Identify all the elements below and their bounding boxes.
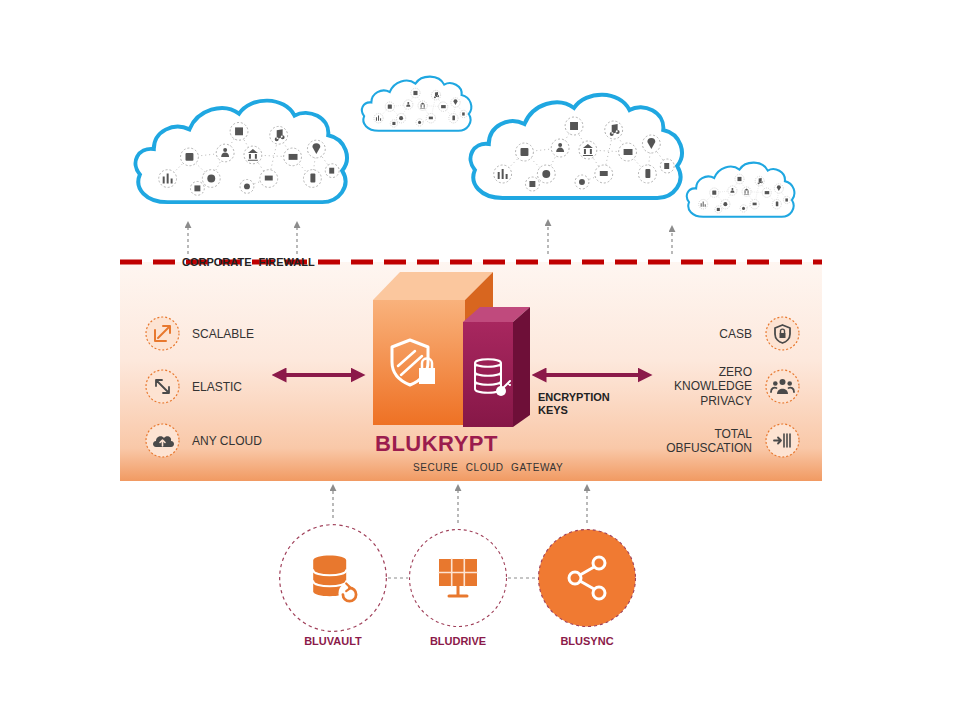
feature-icon xyxy=(765,423,800,458)
icon-glyph xyxy=(780,379,786,385)
product-circle-outline xyxy=(280,525,387,632)
cloud-illustration xyxy=(136,101,347,203)
feature-item: SCALABLE xyxy=(145,316,272,352)
icon-glyph xyxy=(780,333,786,338)
feature-label: TOTAL OBFUSCATION xyxy=(662,427,752,456)
integration-arrow xyxy=(332,489,333,518)
feature-icon xyxy=(765,316,800,351)
integration-arrow xyxy=(457,489,458,523)
feature-icon xyxy=(145,423,180,458)
product-label: BLUSYNC xyxy=(537,635,637,648)
icon-glyph xyxy=(784,434,790,447)
gateway-band: CORPORATE FIREWALLSCALABLEELASTICANY CLO… xyxy=(120,262,822,481)
icon-glyph xyxy=(777,389,788,394)
feature-label: CASB xyxy=(662,327,752,341)
feature-icon xyxy=(145,369,180,404)
feature-icon-ring xyxy=(766,317,799,350)
product-circle-shape xyxy=(537,528,637,628)
icon-glyph xyxy=(398,351,422,375)
feature-item: ZERO KNOWLEDGE PRIVACY xyxy=(652,369,800,405)
feature-icon-ring xyxy=(766,370,799,403)
product-label: BLUVAULT xyxy=(278,635,388,648)
feature-label: ANY CLOUD xyxy=(192,434,262,448)
feature-label: ELASTIC xyxy=(192,380,242,394)
icon-glyph xyxy=(787,381,792,386)
cloud-access-arrow xyxy=(296,226,297,254)
icon-glyph xyxy=(781,329,785,333)
feature-icon-ring xyxy=(766,424,799,457)
cloud-illustration xyxy=(362,77,471,131)
key-label: ENCRYPTION KEYS xyxy=(538,391,620,417)
feature-item: ELASTIC xyxy=(145,369,272,405)
icon-glyph xyxy=(449,586,467,596)
cloud-access-arrow xyxy=(187,226,188,254)
feature-label: SCALABLE xyxy=(192,327,254,341)
dotted-link xyxy=(388,577,408,578)
feature-icon-ring xyxy=(146,317,179,350)
icon-glyph xyxy=(313,570,346,586)
cube-front-face xyxy=(373,300,465,425)
cube-front-face xyxy=(463,322,513,427)
feature-icon-ring xyxy=(146,370,179,403)
cloud-illustration xyxy=(687,163,795,217)
icon-glyph xyxy=(580,567,594,589)
product-subtitle: SECURE CLOUD GATEWAY xyxy=(413,462,563,474)
product-circle: BLUDRIVE xyxy=(408,528,508,628)
icon-glyph xyxy=(439,559,477,586)
firewall-label: CORPORATE FIREWALL xyxy=(182,256,315,269)
dotted-link xyxy=(508,577,537,578)
product-circle-outline xyxy=(539,530,636,627)
product-circle-shape xyxy=(278,523,388,633)
feature-icon xyxy=(765,369,800,404)
icon-glyph xyxy=(419,368,435,384)
icon-glyph xyxy=(439,559,477,586)
feature-item: ANY CLOUD xyxy=(145,423,272,459)
cloud-access-arrow xyxy=(671,230,672,254)
icon-glyph xyxy=(569,557,605,599)
product-circle-outline xyxy=(410,530,507,627)
feature-label: ZERO KNOWLEDGE PRIVACY xyxy=(662,365,752,408)
icon-glyph xyxy=(156,380,169,393)
icon-glyph xyxy=(339,582,361,604)
icon-glyph xyxy=(346,584,350,592)
feature-item: TOTAL OBFUSCATION xyxy=(652,423,800,459)
feature-icon xyxy=(145,316,180,351)
product-title: BLUKRYPT xyxy=(375,431,498,457)
cloud-access-arrow xyxy=(547,224,548,254)
icon-glyph xyxy=(153,436,174,447)
integration-arrow xyxy=(586,489,587,523)
product-circle: BLUSYNC xyxy=(537,528,637,628)
feature-item: CASB xyxy=(652,316,800,352)
key-cube-shape xyxy=(463,305,532,427)
icon-glyph xyxy=(475,359,501,393)
product-circle-shape xyxy=(408,528,508,628)
cloud-illustration xyxy=(471,95,682,198)
cube-side-face xyxy=(513,307,530,427)
product-circle: BLUVAULT xyxy=(278,523,388,633)
icon-glyph xyxy=(771,388,794,392)
feature-icon-ring xyxy=(146,424,179,457)
icon-glyph xyxy=(158,326,170,338)
key-store-cube: ENCRYPTION KEYS xyxy=(463,305,532,427)
icon-glyph xyxy=(504,381,510,387)
icon-glyph xyxy=(774,438,781,444)
icon-glyph xyxy=(422,359,432,369)
product-label: BLUDRIVE xyxy=(408,635,508,648)
icon-glyph xyxy=(773,381,778,386)
icon-glyph xyxy=(775,325,790,343)
icon-glyph xyxy=(160,440,165,446)
